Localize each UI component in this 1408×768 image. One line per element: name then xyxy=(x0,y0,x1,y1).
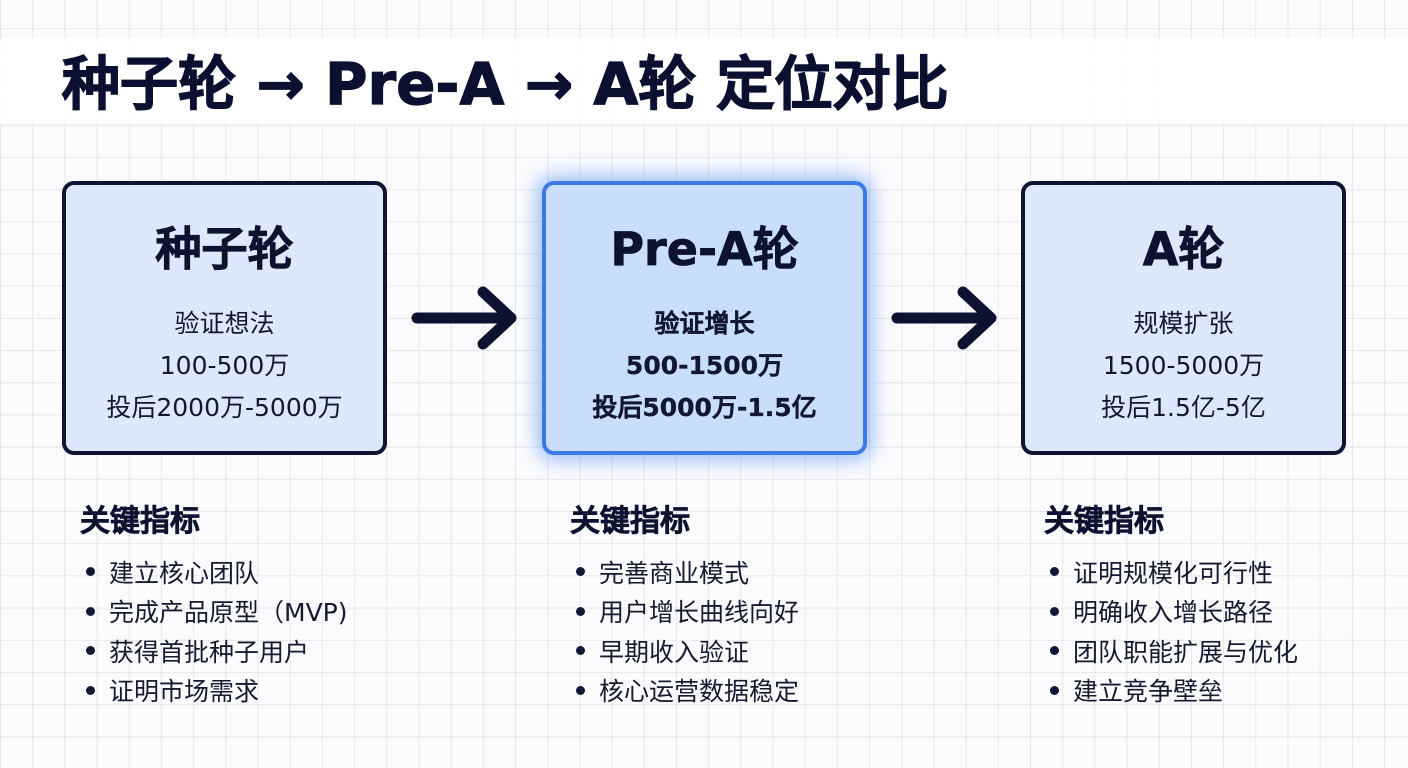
list-item: 证明规模化可行性 xyxy=(1044,552,1298,592)
metric-text: 完善商业模式 xyxy=(599,558,750,588)
metric-text: 建立核心团队 xyxy=(109,558,260,588)
list-item: 建立竞争壁垒 xyxy=(1044,671,1298,711)
stage-financing-amount: 1500-5000万 xyxy=(1102,351,1265,380)
list-item: 明确收入增长路径 xyxy=(1044,592,1298,632)
title-band xyxy=(0,38,1408,124)
stage-valuation: 投后5000万-1.5亿 xyxy=(592,393,817,422)
bullet-icon xyxy=(1050,646,1059,656)
metrics-list: 建立核心团队 完成产品原型（MVP) 获得首批种子用户 证明市场需求 xyxy=(80,552,348,710)
stage-title: Pre-A轮 xyxy=(610,222,799,277)
metric-text: 建立竞争壁垒 xyxy=(1073,677,1224,707)
arrow-right-icon xyxy=(891,286,997,350)
list-item: 完善商业模式 xyxy=(570,552,799,592)
stage-financing-amount: 500-1500万 xyxy=(625,351,784,380)
metrics-a: 关键指标 证明规模化可行性 明确收入增长路径 团队职能扩展与优化 建立竞争壁垒 xyxy=(1044,500,1298,710)
stage-title: 种子轮 xyxy=(155,222,294,277)
list-item: 建立核心团队 xyxy=(80,552,348,592)
bullet-icon xyxy=(576,685,585,695)
list-item: 完成产品原型（MVP) xyxy=(80,592,348,632)
stage-goal: 验证想法 xyxy=(174,309,275,338)
bullet-icon xyxy=(86,646,95,656)
page-title: 种子轮 → Pre-A → A轮 定位对比 xyxy=(61,49,949,118)
metric-text: 团队职能扩展与优化 xyxy=(1073,637,1299,667)
bullet-icon xyxy=(1050,567,1059,577)
bullet-icon xyxy=(1050,685,1059,695)
bullet-icon xyxy=(576,606,585,616)
metrics-title: 关键指标 xyxy=(570,504,691,540)
stage-goal: 规模扩张 xyxy=(1133,309,1234,338)
stage-valuation: 投后2000万-5000万 xyxy=(106,393,343,422)
metric-text: 用户增长曲线向好 xyxy=(599,598,800,628)
metric-text: 证明市场需求 xyxy=(109,677,260,707)
metrics-list: 完善商业模式 用户增长曲线向好 早期收入验证 核心运营数据稳定 xyxy=(570,552,799,710)
metrics-list: 证明规模化可行性 明确收入增长路径 团队职能扩展与优化 建立竞争壁垒 xyxy=(1044,552,1298,710)
metric-text: 获得首批种子用户 xyxy=(109,637,310,667)
metric-text: 早期收入验证 xyxy=(599,637,750,667)
metrics-pre-a: 关键指标 完善商业模式 用户增长曲线向好 早期收入验证 核心运营数据稳定 xyxy=(570,500,799,710)
metric-text: 明确收入增长路径 xyxy=(1073,598,1274,628)
arrow-right-icon xyxy=(411,286,517,350)
list-item: 用户增长曲线向好 xyxy=(570,592,799,632)
metric-text: 证明规模化可行性 xyxy=(1073,558,1274,588)
metrics-title: 关键指标 xyxy=(80,504,201,540)
list-item: 团队职能扩展与优化 xyxy=(1044,631,1298,671)
stage-details: 验证想法 100-500万 投后2000万-5000万 xyxy=(66,303,383,429)
stage-financing-amount: 100-500万 xyxy=(159,351,290,380)
metric-text: 核心运营数据稳定 xyxy=(599,677,800,707)
stage-card-a: A轮 规模扩张 1500-5000万 投后1.5亿-5亿 xyxy=(1021,181,1346,455)
stage-details: 规模扩张 1500-5000万 投后1.5亿-5亿 xyxy=(1025,303,1342,429)
stage-card-seed: 种子轮 验证想法 100-500万 投后2000万-5000万 xyxy=(62,181,387,455)
bullet-icon xyxy=(86,685,95,695)
stage-goal: 验证增长 xyxy=(654,309,755,338)
stage-card-pre-a: Pre-A轮 验证增长 500-1500万 投后5000万-1.5亿 xyxy=(542,181,867,455)
bullet-icon xyxy=(576,646,585,656)
stage-valuation: 投后1.5亿-5亿 xyxy=(1101,393,1266,422)
bullet-icon xyxy=(86,567,95,577)
stage-details: 验证增长 500-1500万 投后5000万-1.5亿 xyxy=(546,303,863,429)
list-item: 早期收入验证 xyxy=(570,631,799,671)
bullet-icon xyxy=(576,567,585,577)
stage-title: A轮 xyxy=(1142,222,1225,277)
metric-text: 完成产品原型（MVP) xyxy=(109,598,348,628)
metrics-title: 关键指标 xyxy=(1044,504,1165,540)
list-item: 证明市场需求 xyxy=(80,671,348,711)
metrics-seed: 关键指标 建立核心团队 完成产品原型（MVP) 获得首批种子用户 证明市场需求 xyxy=(80,500,348,710)
list-item: 获得首批种子用户 xyxy=(80,631,348,671)
list-item: 核心运营数据稳定 xyxy=(570,671,799,711)
bullet-icon xyxy=(86,606,95,616)
bullet-icon xyxy=(1050,606,1059,616)
